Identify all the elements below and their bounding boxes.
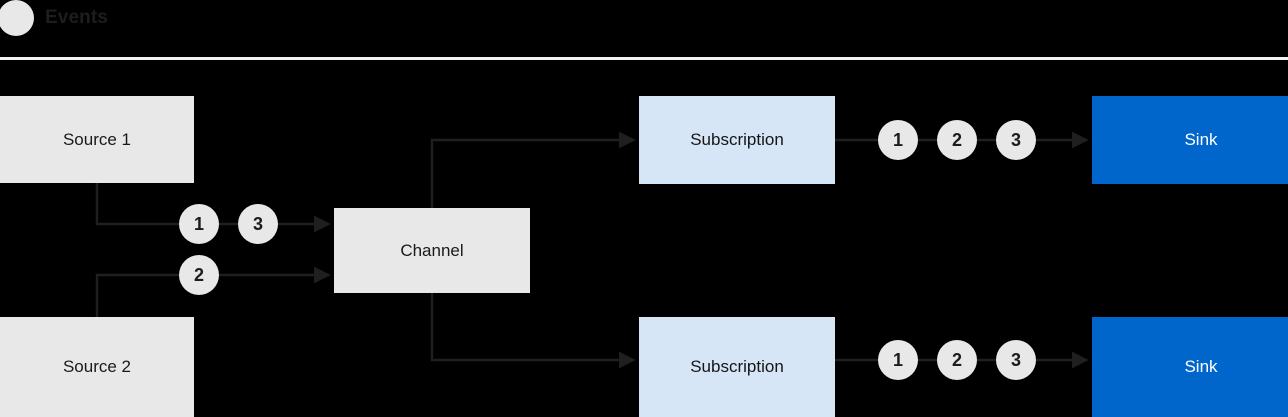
event-badge: 2 <box>179 255 219 295</box>
node-subscription-bottom-label: Subscription <box>690 357 784 376</box>
node-channel[interactable]: Channel <box>334 208 530 293</box>
node-sink-bottom[interactable]: Sink <box>1092 317 1288 417</box>
node-subscription-top[interactable]: Subscription <box>639 96 835 184</box>
legend-label: Events <box>45 7 108 28</box>
node-source-2[interactable]: Source 2 <box>0 317 194 417</box>
event-badge: 2 <box>937 340 977 380</box>
connector-lines <box>95 131 1089 369</box>
node-source-1[interactable]: Source 1 <box>0 96 194 183</box>
event-badge: 1 <box>179 204 219 244</box>
header-divider <box>0 57 1288 60</box>
node-sink-bottom-label: Sink <box>1184 357 1218 376</box>
event-badge: 3 <box>996 340 1036 380</box>
node-subscription-bottom[interactable]: Subscription <box>639 317 835 417</box>
node-channel-label: Channel <box>400 240 464 260</box>
event-badge: 2 <box>937 120 977 160</box>
event-badge: 3 <box>238 204 278 244</box>
node-source-2-label: Source 2 <box>62 357 132 376</box>
node-sink-top[interactable]: Sink <box>1092 96 1288 184</box>
node-sink-top-label: Sink <box>1184 130 1218 149</box>
node-subscription-top-label: Subscription <box>690 130 784 149</box>
node-source-1-label: Source 1 <box>62 129 132 149</box>
event-badge: 1 <box>878 340 918 380</box>
event-badge: 3 <box>996 120 1036 160</box>
event-badge: 1 <box>878 120 918 160</box>
circle-marker-icon <box>0 0 34 36</box>
